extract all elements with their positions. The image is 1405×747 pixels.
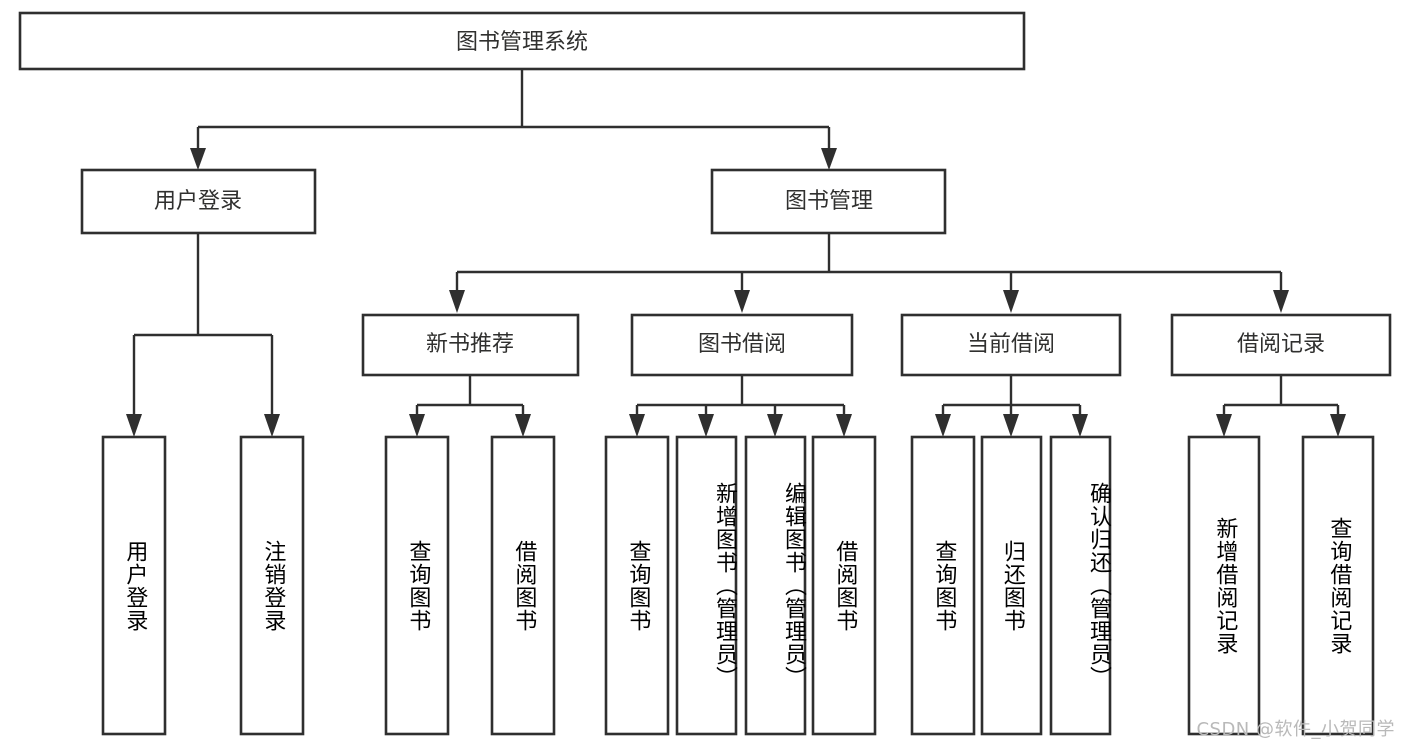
arrow-head-book-manage: [821, 148, 837, 170]
node-current-borrow-label: 当前借阅: [967, 332, 1055, 357]
arrow-head-leaf-add-record: [1216, 414, 1232, 437]
arrow-head-leaf-borrow-book-1: [515, 414, 531, 437]
node-borrow-record[interactable]: 借阅记录: [1170, 313, 1392, 377]
connector-root-to-level2: [190, 69, 837, 170]
node-leaf-edit-book-box[interactable]: [744, 435, 807, 736]
connector-borrow-record-to-leaves: [1216, 375, 1346, 437]
connector-current-borrow-to-leaves: [935, 375, 1088, 437]
arrow-head-leaf-query-book-2: [629, 414, 645, 437]
arrow-head-current-borrow: [1003, 290, 1019, 313]
node-book-manage-label: 图书管理: [785, 189, 873, 214]
arrow-head-leaf-query-book-1: [409, 414, 425, 437]
node-book-borrow-box[interactable]: [630, 313, 854, 377]
arrow-head-new-book-recommend: [449, 290, 465, 313]
node-book-borrow[interactable]: 图书借阅: [630, 313, 854, 377]
connector-book-manage-to-level3: [449, 233, 1289, 313]
watermark-text: CSDN @软件_小贺同学: [1196, 719, 1395, 740]
node-book-borrow-label: 图书借阅: [698, 332, 786, 357]
node-leaf-logout-login-box[interactable]: [239, 435, 305, 736]
arrow-head-leaf-user-login: [126, 414, 142, 437]
node-leaf-add-book-box[interactable]: [675, 435, 738, 736]
arrow-head-leaf-logout-login: [264, 414, 280, 437]
arrow-head-user-login: [190, 148, 206, 170]
arrow-head-leaf-add-book: [698, 414, 714, 437]
connector-book-borrow-to-leaves: [629, 375, 852, 437]
node-user-login-label: 用户登录: [154, 189, 242, 214]
node-leaf-borrow-book-2-box[interactable]: [811, 435, 877, 736]
node-leaf-user-login-box[interactable]: [101, 435, 167, 736]
node-book-manage-box[interactable]: [710, 168, 947, 235]
node-current-borrow[interactable]: 当前借阅: [900, 313, 1122, 377]
node-new-book-recommend-box[interactable]: [361, 313, 580, 377]
node-new-book-recommend-label: 新书推荐: [426, 332, 514, 357]
arrow-head-borrow-record: [1273, 290, 1289, 313]
node-leaf-return-book-box[interactable]: [980, 435, 1043, 736]
arrow-head-book-borrow: [734, 290, 750, 313]
node-book-manage[interactable]: 图书管理: [710, 168, 947, 235]
arrow-head-leaf-return-book: [1003, 414, 1019, 437]
arrow-head-leaf-edit-book: [767, 414, 783, 437]
node-current-borrow-box[interactable]: [900, 313, 1122, 377]
node-root-label: 图书管理系统: [456, 30, 588, 55]
connector-new-book-recommend-to-leaves: [409, 375, 531, 437]
node-user-login[interactable]: 用户登录: [80, 168, 317, 235]
node-root[interactable]: 图书管理系统: [18, 11, 1026, 71]
node-leaf-add-record-box[interactable]: [1187, 435, 1261, 736]
node-leaf-confirm-return-box[interactable]: [1049, 435, 1112, 736]
arrow-head-leaf-query-book-3: [935, 414, 951, 437]
node-user-login-box[interactable]: [80, 168, 317, 235]
node-leaf-query-record-box[interactable]: [1301, 435, 1375, 736]
node-leaf-query-book-1-box[interactable]: [384, 435, 450, 736]
node-new-book-recommend[interactable]: 新书推荐: [361, 313, 580, 377]
arrow-head-leaf-confirm-return: [1072, 414, 1088, 437]
node-leaf-borrow-book-1-box[interactable]: [490, 435, 556, 736]
node-root-box[interactable]: [18, 11, 1026, 71]
node-borrow-record-box[interactable]: [1170, 313, 1392, 377]
connector-user-login-to-leaves: [126, 233, 280, 437]
node-leaf-query-book-3-box[interactable]: [910, 435, 976, 736]
node-leaf-query-book-2-box[interactable]: [604, 435, 670, 736]
arrow-head-leaf-query-record: [1330, 414, 1346, 437]
arrow-head-leaf-borrow-book-2: [836, 414, 852, 437]
node-borrow-record-label: 借阅记录: [1237, 332, 1325, 357]
